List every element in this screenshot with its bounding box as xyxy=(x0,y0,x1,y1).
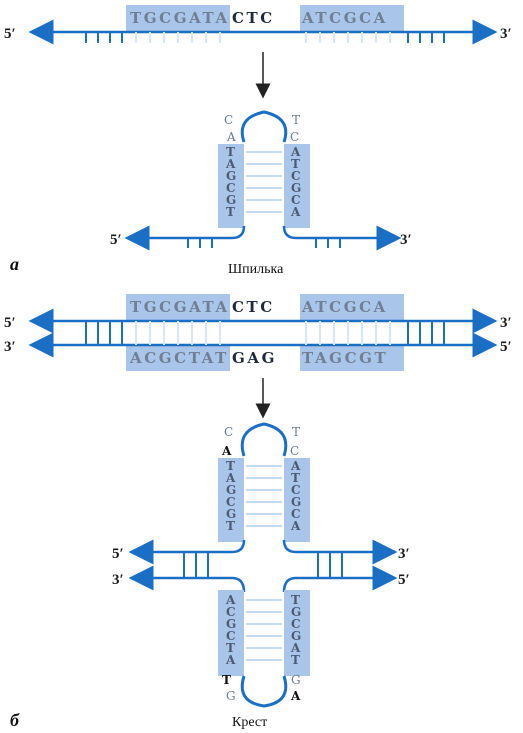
svg-text:G: G xyxy=(226,169,236,183)
stem-left-box xyxy=(218,144,244,228)
svg-text:T: T xyxy=(291,593,300,607)
upper-stem-left-letters: T A G C G T xyxy=(225,459,236,533)
highlight-left xyxy=(126,5,230,31)
panel-a: TGCGATA CTC ATCGCA 5′ 3′ C T A C T A G C… xyxy=(4,5,512,277)
svg-text:T: T xyxy=(226,641,235,655)
svg-text:G: G xyxy=(291,181,301,195)
lower-stem-right-letters: T G C G A T xyxy=(290,593,301,667)
cross-row2-right xyxy=(282,565,398,593)
svg-text:A: A xyxy=(225,593,236,607)
b-seq-bottom-left: ACGCTAT xyxy=(129,349,229,367)
svg-text:C: C xyxy=(291,193,301,207)
base-ticks xyxy=(85,32,445,43)
svg-text:G: G xyxy=(291,629,301,643)
lower-loop xyxy=(240,675,288,708)
end-label-left: 5′ xyxy=(4,26,16,42)
svg-text:G: G xyxy=(226,483,236,497)
lower-loop-br: A xyxy=(290,689,301,703)
svg-text:C: C xyxy=(291,617,301,631)
upper-stem-right-letters: A T C G C A xyxy=(290,459,301,533)
svg-text:T: T xyxy=(226,205,235,219)
svg-text:T: T xyxy=(226,519,235,533)
panel-b: TGCGATA CTC ATCGCA ACGCTAT GAG TAGCGT 5′… xyxy=(4,294,512,730)
stem-right-box xyxy=(284,144,310,228)
svg-text:G: G xyxy=(226,617,236,631)
upper-loop xyxy=(240,422,288,457)
cross-row1-left xyxy=(128,539,246,565)
upper-loop-tl: C xyxy=(224,425,233,439)
svg-text:C: C xyxy=(291,483,301,497)
svg-text:T: T xyxy=(291,157,300,171)
svg-text:C: C xyxy=(226,181,236,195)
cross-row1-right-end: 3′ xyxy=(398,546,410,562)
svg-text:G: G xyxy=(291,495,301,509)
seq-top-mid: CTC xyxy=(232,9,275,27)
svg-text:A: A xyxy=(290,459,301,473)
hairpin-end-right: 3′ xyxy=(400,232,412,248)
svg-text:A: A xyxy=(290,519,301,533)
b-row1-left-end: 5′ xyxy=(4,315,16,331)
svg-text:C: C xyxy=(291,169,301,183)
b-seq-top-left: TGCGATA xyxy=(130,298,230,316)
stem-left-letters: T A G C G T xyxy=(225,145,236,219)
svg-text:G: G xyxy=(291,605,301,619)
cross-row2-right-end: 5′ xyxy=(398,572,410,588)
svg-text:A: A xyxy=(225,157,236,171)
cross-row2-left-end: 3′ xyxy=(112,572,124,588)
b-row1-right-end: 3′ xyxy=(500,315,512,331)
panel-label-a: а xyxy=(10,254,19,274)
seq-top-left: TGCGATA xyxy=(130,9,230,27)
svg-text:A: A xyxy=(225,471,236,485)
lower-loop-mr: G xyxy=(291,673,301,687)
cross-row2-left xyxy=(128,565,246,593)
b-row2-right-end: 5′ xyxy=(500,339,512,355)
upper-loop-ml: A xyxy=(221,444,232,458)
panel-label-b: б xyxy=(10,710,20,730)
loop-label-ml: A xyxy=(226,130,236,144)
svg-text:A: A xyxy=(290,205,301,219)
highlight-right xyxy=(300,5,404,31)
svg-text:C: C xyxy=(226,495,236,509)
lower-loop-bl: G xyxy=(226,689,236,703)
caption-hairpin: Шпилька xyxy=(228,262,284,277)
upper-loop-tr: T xyxy=(292,425,300,439)
hairpin-right-tail xyxy=(282,225,402,251)
cross-row1-left-end: 5′ xyxy=(112,546,124,562)
stem-right-letters: A T C G C A xyxy=(290,145,301,219)
upper-loop-mr: C xyxy=(290,444,299,458)
end-label-right: 3′ xyxy=(500,26,512,42)
lower-loop-ml: T xyxy=(222,673,231,687)
seq-top-right: ATCGCA xyxy=(301,9,388,27)
cross-row1-right xyxy=(282,539,398,565)
lower-stem-left-letters: A C G C T A xyxy=(225,593,236,667)
svg-text:C: C xyxy=(226,605,236,619)
b-row2-left-end: 3′ xyxy=(4,339,16,355)
b-seq-top-right: ATCGCA xyxy=(301,298,388,316)
svg-text:T: T xyxy=(291,653,300,667)
svg-text:A: A xyxy=(290,145,301,159)
svg-text:C: C xyxy=(291,507,301,521)
svg-text:T: T xyxy=(291,471,300,485)
hairpin-left-tail xyxy=(124,225,246,251)
svg-text:A: A xyxy=(225,653,236,667)
svg-text:G: G xyxy=(226,507,236,521)
svg-text:C: C xyxy=(226,629,236,643)
b-seq-top-mid: CTC xyxy=(232,298,275,316)
loop-label-mr: C xyxy=(290,130,299,144)
b-seq-bottom-right: TAGCGT xyxy=(302,349,388,367)
svg-text:A: A xyxy=(290,641,301,655)
svg-text:T: T xyxy=(226,459,235,473)
b-seq-bottom-mid: GAG xyxy=(232,349,277,367)
loop-label-tl: C xyxy=(224,113,233,127)
loop-label-tr: T xyxy=(292,113,300,127)
caption-cross: Крест xyxy=(232,715,267,730)
svg-text:G: G xyxy=(226,193,236,207)
hairpin-end-left: 5′ xyxy=(110,232,122,248)
svg-text:T: T xyxy=(226,145,235,159)
hairpin-loop xyxy=(240,110,288,143)
